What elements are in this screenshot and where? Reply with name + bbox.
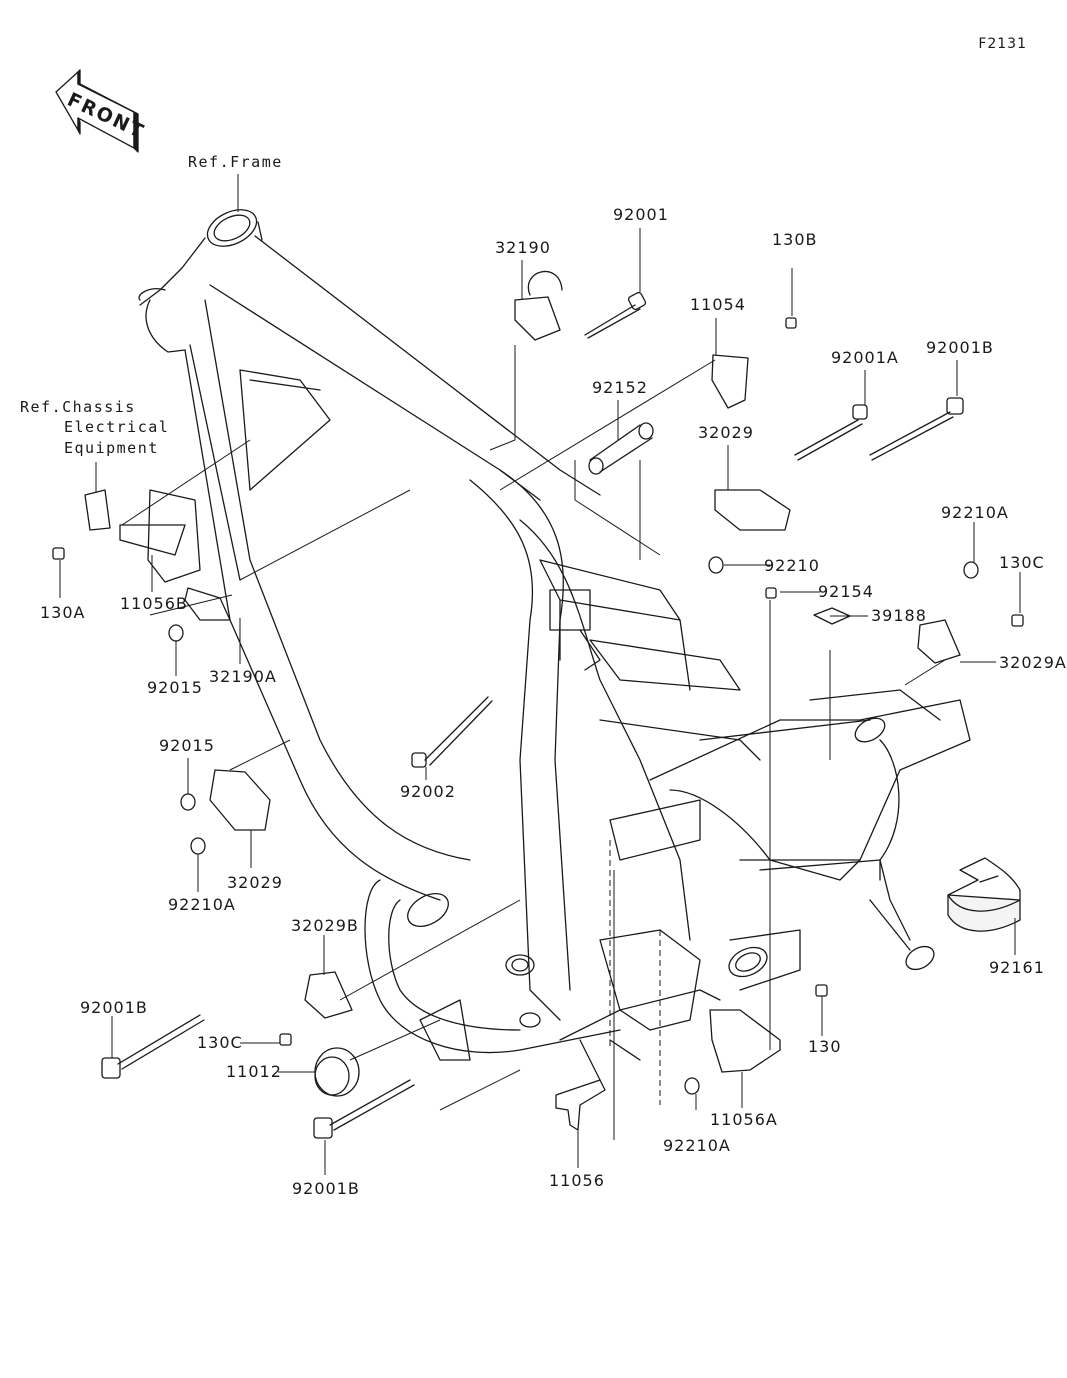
front-arrow-icon: FRONT bbox=[56, 70, 148, 152]
part-label-11054[interactable]: 11054 bbox=[690, 295, 746, 314]
part-label-130c-left[interactable]: 130C bbox=[197, 1033, 243, 1052]
part-label-32029a[interactable]: 32029A bbox=[999, 653, 1067, 672]
ref-chassis-label: Ref.Chassis bbox=[20, 398, 136, 416]
part-label-92210a-left[interactable]: 92210A bbox=[168, 895, 236, 914]
part-label-11056b[interactable]: 11056B bbox=[120, 594, 188, 613]
part-label-92001a[interactable]: 92001A bbox=[831, 348, 899, 367]
part-label-92210a-right[interactable]: 92210A bbox=[941, 503, 1009, 522]
part-label-92210a-bottom[interactable]: 92210A bbox=[663, 1136, 731, 1155]
part-92161-pad bbox=[948, 858, 1020, 931]
part-label-130[interactable]: 130 bbox=[808, 1037, 842, 1056]
part-label-32029b[interactable]: 32029B bbox=[291, 916, 359, 935]
part-label-130c-right[interactable]: 130C bbox=[999, 553, 1045, 572]
part-label-92001b-bottom[interactable]: 92001B bbox=[292, 1179, 360, 1198]
ref-chassis-label-line2: Electrical bbox=[64, 418, 170, 436]
ref-frame-label: Ref.Frame bbox=[188, 153, 283, 171]
part-label-11056[interactable]: 11056 bbox=[549, 1171, 605, 1190]
part-label-130b[interactable]: 130B bbox=[772, 230, 818, 249]
part-label-92001[interactable]: 92001 bbox=[613, 205, 669, 224]
part-label-92015-top[interactable]: 92015 bbox=[147, 678, 203, 697]
part-label-130a[interactable]: 130A bbox=[40, 603, 86, 622]
part-label-32029-left[interactable]: 32029 bbox=[227, 873, 283, 892]
part-label-32190[interactable]: 32190 bbox=[495, 238, 551, 257]
part-label-11056a[interactable]: 11056A bbox=[710, 1110, 778, 1129]
part-label-92154[interactable]: 92154 bbox=[818, 582, 874, 601]
part-label-39188[interactable]: 39188 bbox=[871, 606, 927, 625]
part-label-11012[interactable]: 11012 bbox=[226, 1062, 282, 1081]
part-label-92161[interactable]: 92161 bbox=[989, 958, 1045, 977]
ref-chassis-label-line3: Equipment bbox=[64, 439, 159, 457]
figure-code: F2131 bbox=[978, 36, 1027, 52]
part-label-92002[interactable]: 92002 bbox=[400, 782, 456, 801]
part-label-92001b-top[interactable]: 92001B bbox=[926, 338, 994, 357]
motorcycle-frame bbox=[139, 203, 970, 1080]
part-label-92152[interactable]: 92152 bbox=[592, 378, 648, 397]
part-label-32190a[interactable]: 32190A bbox=[209, 667, 277, 686]
part-label-92001b-left[interactable]: 92001B bbox=[80, 998, 148, 1017]
part-label-92210[interactable]: 92210 bbox=[764, 556, 820, 575]
part-label-32029-top[interactable]: 32029 bbox=[698, 423, 754, 442]
part-label-92015-mid[interactable]: 92015 bbox=[159, 736, 215, 755]
leader-lines bbox=[60, 174, 1020, 1175]
